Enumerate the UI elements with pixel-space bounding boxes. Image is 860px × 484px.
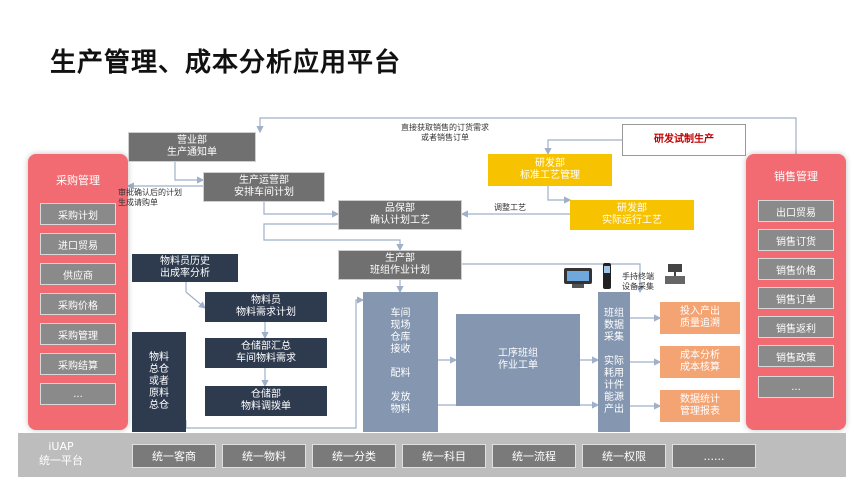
sales-panel-title: 销售管理	[774, 170, 818, 183]
wuliao-history-box: 物料员历史 出成率分析	[132, 254, 238, 282]
process-workorder-box: 工序班组 作业工单	[456, 314, 580, 406]
platform-item[interactable]: 统一客商	[132, 444, 216, 468]
adjust-process-note: 调整工艺	[494, 203, 526, 212]
purchase-item[interactable]: 供应商	[40, 263, 116, 285]
platform-item[interactable]: 统一流程	[492, 444, 576, 468]
purchase-item[interactable]: ...	[40, 383, 116, 405]
output-traceability-box: 投入产出 质量追溯	[660, 302, 740, 334]
workshop-warehouse-box: 车间 现场 仓库 接收 配料 发放 物料	[363, 292, 438, 432]
platform-label: iUAP 统一平台	[39, 440, 83, 467]
purchase-panel-title: 采购管理	[56, 174, 100, 187]
sales-item[interactable]: 销售返利	[758, 316, 834, 338]
direct-demand-note: 直接获取销售的订货需求 或者销售订单	[401, 123, 489, 142]
cost-analysis-box: 成本分析 成本核算	[660, 346, 740, 378]
platform-item[interactable]: 统一权限	[582, 444, 666, 468]
purchase-item[interactable]: 采购管理	[40, 323, 116, 345]
purchase-item[interactable]: 进口贸易	[40, 233, 116, 255]
platform-item[interactable]: ......	[672, 444, 756, 468]
sales-item[interactable]: 销售价格	[758, 258, 834, 280]
purchase-item[interactable]: 采购价格	[40, 293, 116, 315]
yingyebu-box: 营业部 生产通知单	[128, 132, 256, 162]
sales-item[interactable]: 出口贸易	[758, 200, 834, 222]
yanfa-actual-box: 研发部 实际运行工艺	[570, 200, 694, 230]
handheld-device-icon	[603, 263, 611, 289]
pinbao-box: 品保部 确认计划工艺	[338, 200, 462, 230]
platform-item[interactable]: 统一科目	[402, 444, 486, 468]
sales-item[interactable]: 销售订单	[758, 287, 834, 309]
shengchan-box: 生产部 班组作业计划	[338, 250, 462, 280]
yanfa-standard-box: 研发部 标准工艺管理	[488, 154, 612, 186]
team-data-collect-box: 班组 数据 采集 实际 耗用 计件 能源 产出	[598, 292, 630, 432]
approve-note: 审批确认后的计划 生成请购单	[118, 188, 182, 207]
sales-item[interactable]: 销售政策	[758, 345, 834, 367]
cangchu-transfer-box: 仓储部 物料调拨单	[205, 386, 327, 416]
wuliao-plan-box: 物料员 物料需求计划	[205, 292, 327, 322]
cangchu-summary-box: 仓储部汇总 车间物料需求	[205, 338, 327, 368]
platform-item[interactable]: 统一物料	[222, 444, 306, 468]
terminal-device-icon	[564, 268, 592, 288]
device-collect-note: 手持终端 设备采集	[622, 272, 654, 291]
sales-item[interactable]: 销售订货	[758, 229, 834, 251]
sales-item[interactable]: ...	[758, 376, 834, 398]
yunying-box: 生产运营部 安排车间计划	[203, 172, 325, 202]
report-box: 数据统计 管理报表	[660, 390, 740, 422]
scale-device-icon	[665, 264, 685, 284]
page-title: 生产管理、成本分析应用平台	[50, 48, 402, 78]
purchase-item[interactable]: 采购结算	[40, 353, 116, 375]
trial-production-box: 研发试制生产	[622, 124, 746, 156]
platform-item[interactable]: 统一分类	[312, 444, 396, 468]
central-warehouse-box: 物料 总仓 或者 原料 总仓	[132, 332, 186, 432]
purchase-item[interactable]: 采购计划	[40, 203, 116, 225]
